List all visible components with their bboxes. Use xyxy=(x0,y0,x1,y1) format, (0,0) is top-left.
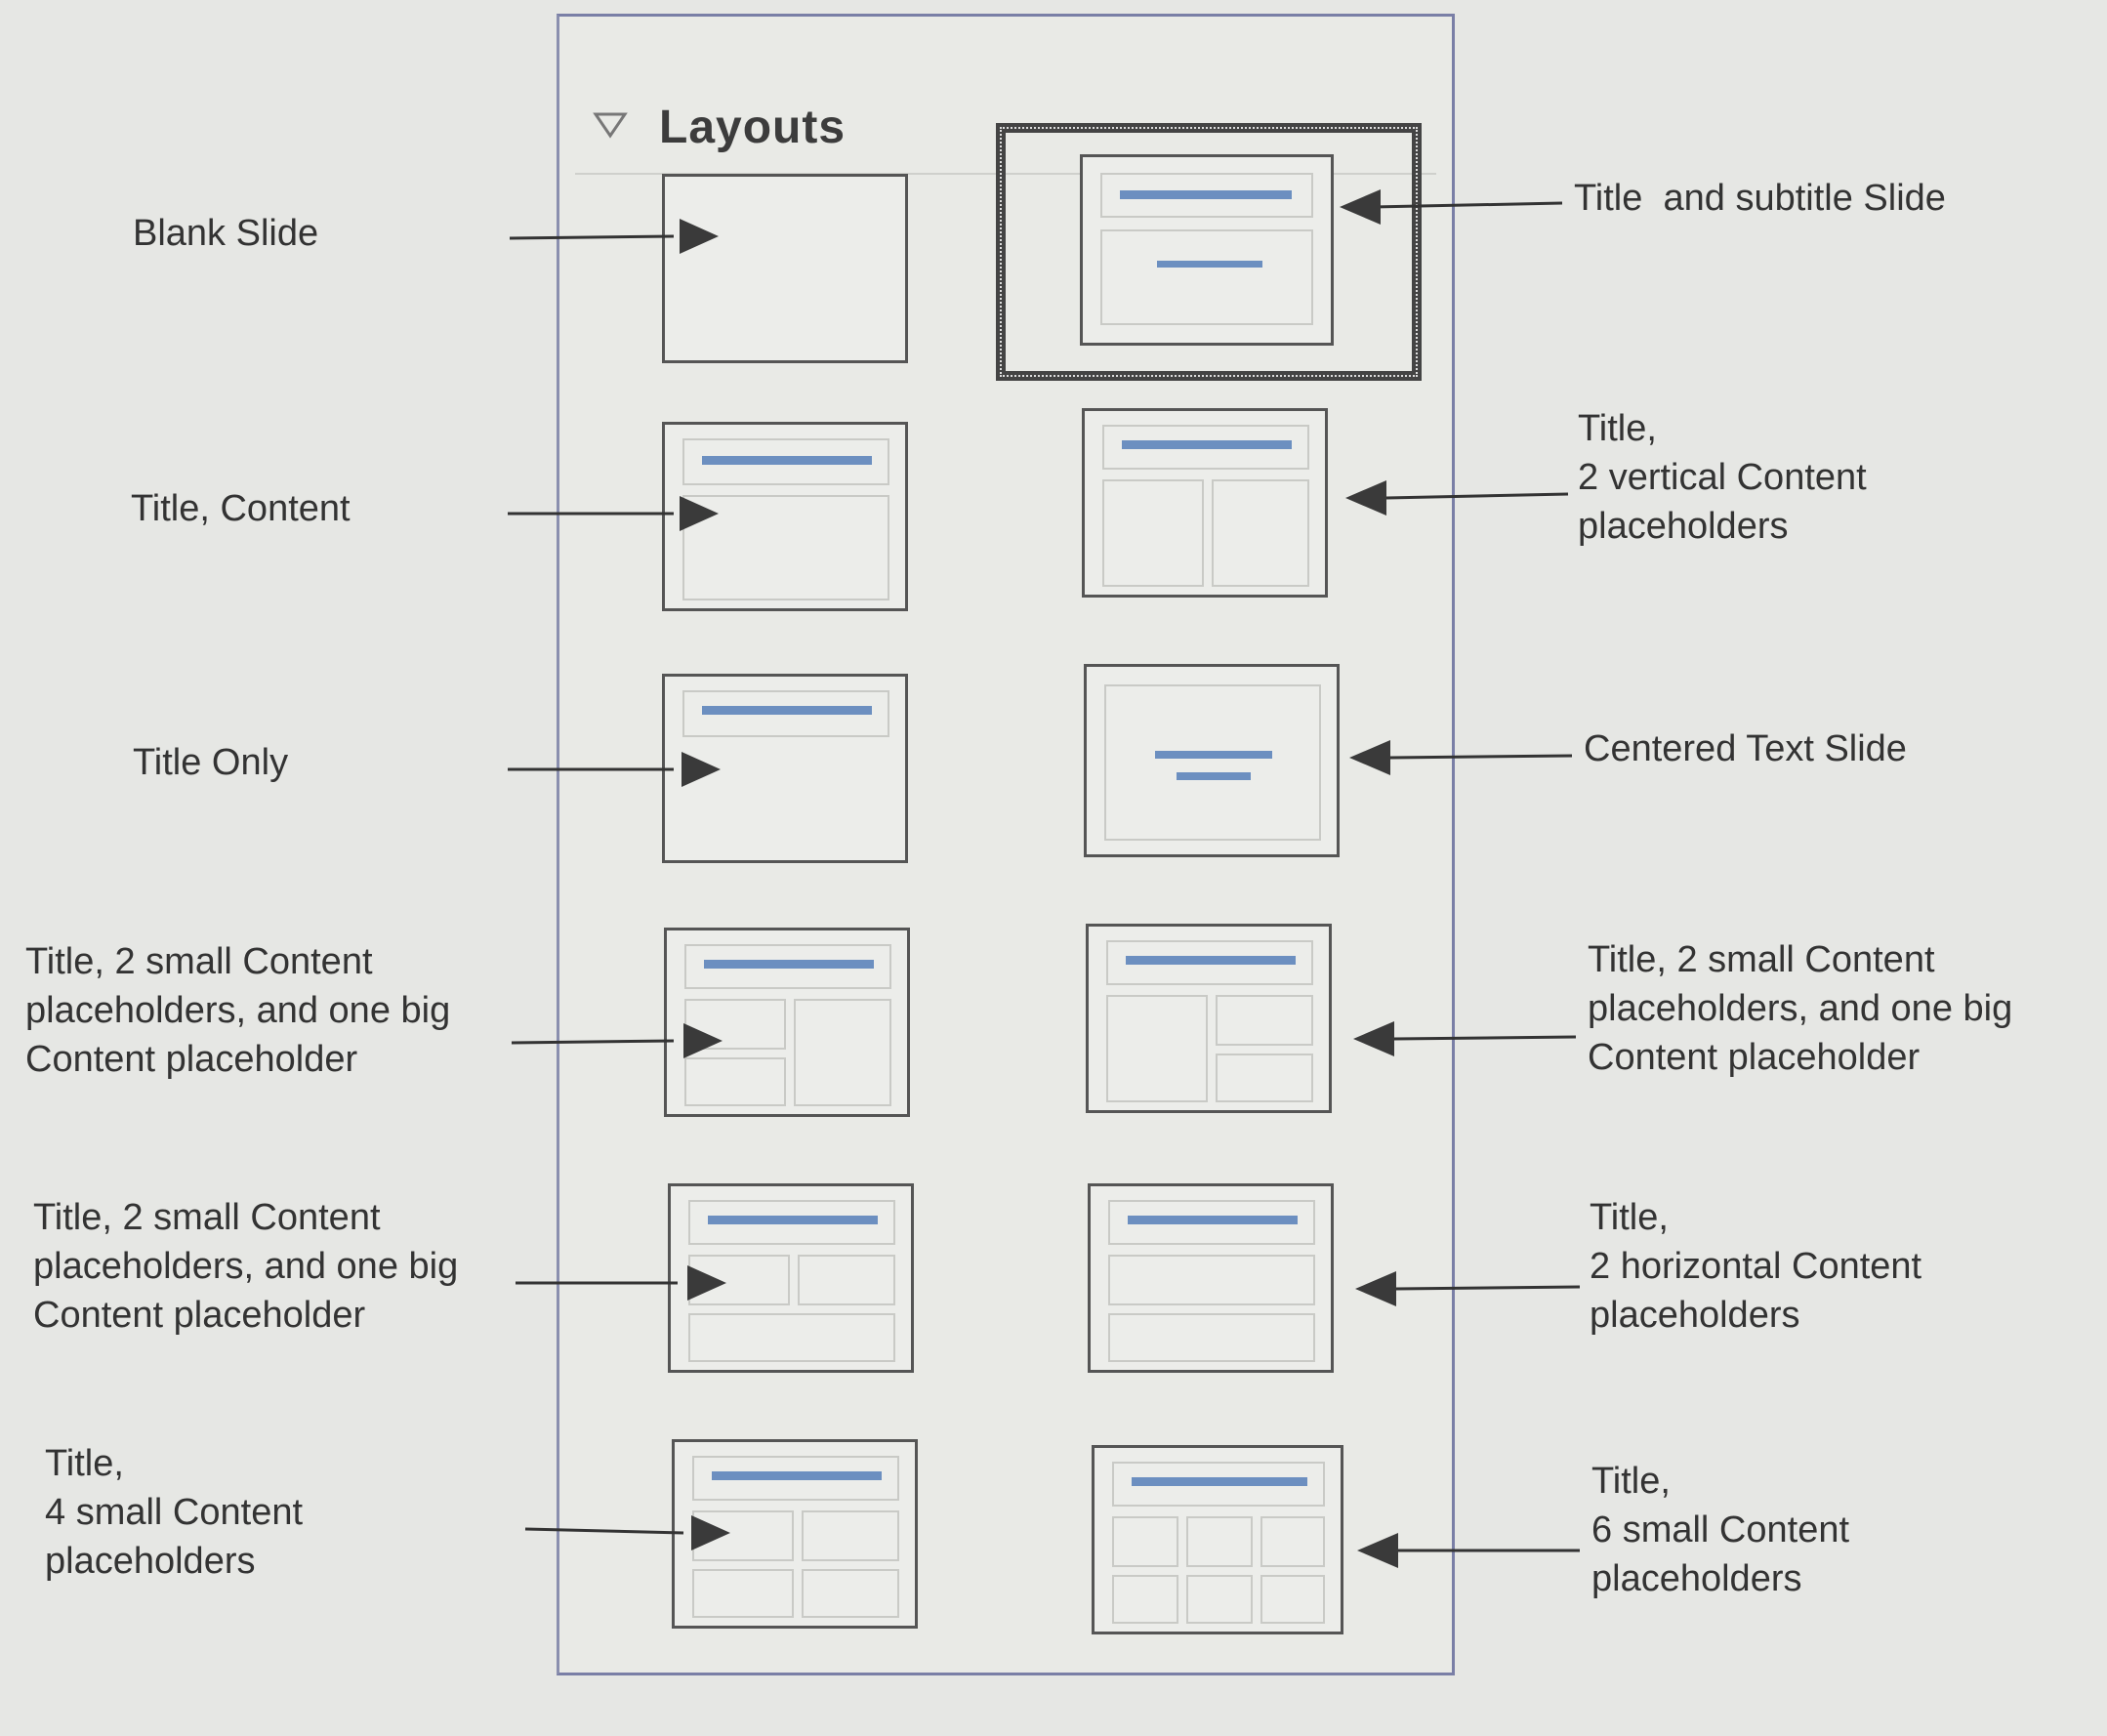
arrow-2small-1big-left xyxy=(511,1039,675,1045)
label-title-6small: Title, 6 small Content placeholders xyxy=(1591,1461,1850,1599)
label-title-2horizontal: Title, 2 horizontal Content placeholders xyxy=(1590,1197,1922,1336)
layout-title-2-horizontal-content[interactable] xyxy=(1088,1183,1334,1373)
arrow-2small-1big-right xyxy=(1393,1035,1577,1041)
layout-title-6-small-content[interactable] xyxy=(1092,1445,1343,1634)
arrow-2horizontal xyxy=(1395,1285,1581,1291)
label-title-2small-1big-left: Title, 2 small Content placeholders, and… xyxy=(25,941,451,1080)
arrow-blank-slide xyxy=(509,234,675,240)
layout-centered-text[interactable] xyxy=(1084,664,1340,857)
label-title-2vertical: Title, 2 vertical Content placeholders xyxy=(1578,408,1867,547)
label-title-subtitle: Title and subtitle Slide xyxy=(1574,178,1946,219)
label-title-only: Title Only xyxy=(133,742,289,783)
arrow-4small xyxy=(524,1527,684,1535)
arrow-2vertical xyxy=(1385,492,1569,500)
label-blank-slide: Blank Slide xyxy=(133,213,319,254)
label-title-4small: Title, 4 small Content placeholders xyxy=(45,1443,304,1582)
label-centered-text: Centered Text Slide xyxy=(1584,728,1907,769)
label-title-2small-1big-bottom: Title, 2 small Content placeholders, and… xyxy=(33,1197,459,1336)
layout-title-2-small-1-big-left[interactable] xyxy=(664,928,910,1117)
layout-title-2-small-1-big-right[interactable] xyxy=(1086,924,1332,1113)
layout-title-content[interactable] xyxy=(662,422,908,611)
label-title-content: Title, Content xyxy=(131,488,351,529)
arrow-centered-text xyxy=(1389,754,1573,760)
panel-title: Layouts xyxy=(659,102,847,153)
arrow-title-subtitle xyxy=(1372,201,1563,209)
layout-blank-slide[interactable] xyxy=(662,174,908,363)
label-title-2small-1big-right: Title, 2 small Content placeholders, and… xyxy=(1588,939,2013,1078)
triangle-down-icon[interactable] xyxy=(593,110,628,140)
layouts-panel-header[interactable]: Layouts xyxy=(575,56,1436,175)
layout-title-4-small-content[interactable] xyxy=(672,1439,918,1629)
selected-layout-frame xyxy=(996,123,1422,381)
layout-title-subtitle-slide[interactable] xyxy=(1080,154,1334,346)
layout-title-2-vertical-content[interactable] xyxy=(1082,408,1328,598)
